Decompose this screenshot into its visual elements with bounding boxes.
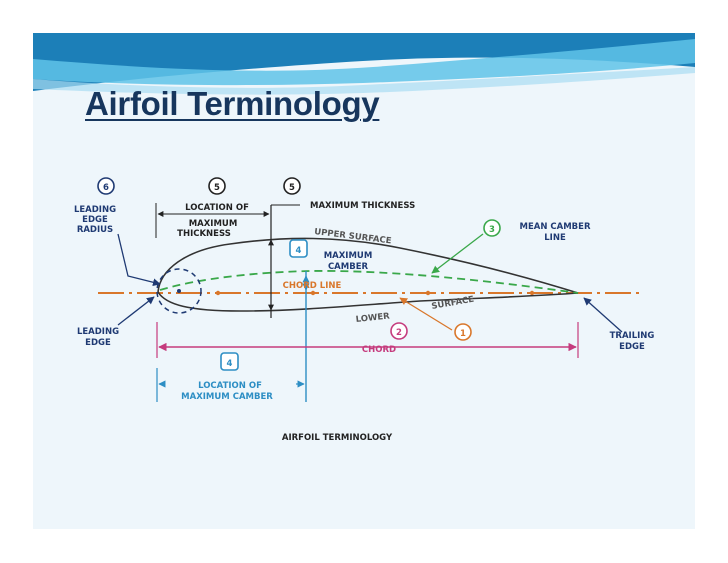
label-max-camber-1: MAXIMUM xyxy=(324,251,373,261)
badge-mean-camber-line: 3 xyxy=(483,219,501,237)
mean-camber-leader xyxy=(431,233,484,274)
svg-text:3: 3 xyxy=(489,225,495,235)
trailing-edge-leader xyxy=(583,297,623,333)
badge-location-max-thickness: 5 xyxy=(208,177,226,195)
badge-leading-edge-radius: 6 xyxy=(97,177,115,195)
leading-edge-radius-circle xyxy=(156,268,202,314)
badge-chord: 2 xyxy=(390,322,408,340)
slide-title: Airfoil Terminology xyxy=(85,85,380,122)
svg-text:1: 1 xyxy=(460,329,466,339)
label-chord: CHORD xyxy=(362,345,396,355)
slide: Airfoil Terminology xyxy=(33,33,695,529)
label-leading-edge-1: LEADING xyxy=(77,327,119,337)
svg-text:5: 5 xyxy=(214,183,220,193)
label-lower: LOWER xyxy=(355,311,390,325)
badge-max-camber: 4 xyxy=(289,239,308,258)
label-max-thickness: MAXIMUM THICKNESS xyxy=(310,201,415,211)
chord-dot xyxy=(310,290,316,296)
svg-text:4: 4 xyxy=(296,246,302,256)
header-wave-decoration xyxy=(33,33,695,95)
label-chord-line: CHORD LINE xyxy=(283,281,342,291)
label-leading-edge-radius-2: EDGE xyxy=(82,215,108,225)
label-leading-edge-2: EDGE xyxy=(85,338,111,348)
badge-chord-line: 1 xyxy=(454,323,472,341)
chord-dot xyxy=(425,290,431,296)
label-leading-edge-radius-1: LEADING xyxy=(74,205,116,215)
svg-text:6: 6 xyxy=(103,183,109,193)
label-location-max-camber-1: LOCATION OF xyxy=(198,381,262,391)
svg-text:4: 4 xyxy=(227,359,233,369)
svg-text:5: 5 xyxy=(289,183,295,193)
label-location-max-thickness-2: MAXIMUM xyxy=(189,219,238,229)
label-location-max-camber-2: MAXIMUM CAMBER xyxy=(181,392,273,402)
chord-dot xyxy=(215,290,221,296)
label-trailing-edge-2: EDGE xyxy=(619,342,645,352)
label-upper-surface: UPPER SURFACE xyxy=(314,227,393,246)
badge-max-thickness: 5 xyxy=(283,177,301,195)
leading-edge-leader xyxy=(117,296,155,326)
leading-edge-radius-center xyxy=(177,289,181,293)
badge-location-max-camber: 4 xyxy=(220,352,239,371)
chord-line-leader xyxy=(399,297,453,331)
chord-dot xyxy=(529,290,535,296)
label-trailing-edge-1: TRAILING xyxy=(610,331,655,341)
label-surface: SURFACE xyxy=(431,295,475,312)
label-max-camber-2: CAMBER xyxy=(328,262,369,272)
airfoil-upper-surface xyxy=(157,237,579,294)
diagram-caption: AIRFOIL TERMINOLOGY xyxy=(282,433,393,443)
label-leading-edge-radius-3: RADIUS xyxy=(77,225,113,235)
label-location-max-thickness-3: THICKNESS xyxy=(177,229,231,239)
label-location-max-thickness-1: LOCATION OF xyxy=(185,203,249,213)
svg-text:2: 2 xyxy=(396,328,402,338)
airfoil-lower-surface xyxy=(157,291,579,312)
leading-edge-radius-leader xyxy=(117,233,161,287)
label-mean-camber-line-1: MEAN CAMBER xyxy=(519,222,590,232)
label-mean-camber-line-2: LINE xyxy=(544,233,566,243)
